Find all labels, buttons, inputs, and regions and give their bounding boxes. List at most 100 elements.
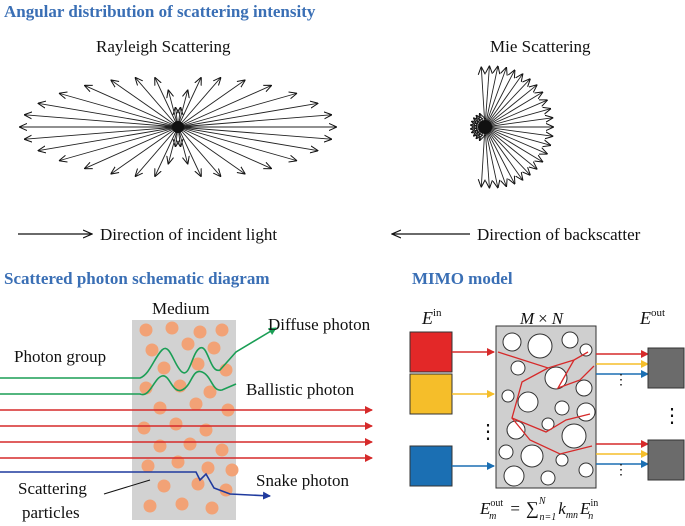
mie-pattern: [471, 67, 553, 188]
output-dots-middle: ⋮: [662, 405, 682, 427]
snake-photon-path: [0, 471, 271, 500]
scattering-particle: [219, 363, 233, 377]
scattering-particle: [189, 397, 203, 411]
mie-arrow: [484, 85, 537, 128]
scattering-particle: [191, 357, 205, 371]
mie-arrow: [484, 67, 498, 128]
medium-bubble: [579, 343, 593, 357]
scattering-particle: [215, 323, 229, 337]
rayleigh-arrow: [177, 78, 201, 128]
mie-arrow: [484, 79, 530, 128]
mie-arrow: [484, 100, 547, 128]
rayleigh-arrow: [111, 126, 179, 174]
rayleigh-arrow: [177, 126, 296, 161]
mie-arrow: [484, 126, 537, 169]
heading-angular: Angular distribution of scattering inten…: [4, 2, 316, 21]
mie-arrow: [484, 126, 506, 186]
rayleigh-arrow: [177, 126, 220, 176]
scattering-particle: [141, 459, 155, 473]
mie-arrow: [484, 71, 515, 128]
mie-arrow: [484, 126, 550, 145]
medium-bubble: [520, 444, 544, 468]
rayleigh-arrow: [60, 126, 179, 161]
output-square-bottom: [647, 439, 685, 481]
scattering-particle: [157, 479, 171, 493]
mie-center: [478, 120, 492, 134]
rayleigh-arrow: [25, 126, 179, 139]
medium-bubble: [503, 465, 525, 487]
scattering-particle: [207, 341, 221, 355]
medium-bubble: [541, 417, 555, 431]
scatter-path: [497, 351, 589, 369]
rayleigh-arrow: [85, 86, 179, 128]
output-dots-top: ⋮: [614, 373, 628, 388]
matrix-size-label: M×N: [519, 309, 565, 328]
ballistic-label: Ballistic photon: [246, 380, 355, 399]
medium-bubble: [501, 389, 515, 403]
rayleigh-arrow: [177, 86, 271, 128]
mie-arrow: [484, 92, 542, 128]
rayleigh-arrow: [39, 126, 179, 151]
mie-title: Mie Scattering: [490, 37, 591, 56]
e-out-label: Eout: [639, 307, 665, 328]
scattering-particle: [225, 463, 239, 477]
rayleigh-arrow: [177, 94, 296, 128]
input-square-red: [409, 331, 453, 373]
scattering-particle: [201, 461, 215, 475]
scattering-particle: [183, 437, 197, 451]
medium-bubble: [527, 333, 553, 359]
rayleigh-arrow: [177, 80, 245, 128]
mie-arrow: [484, 74, 522, 128]
scattering-particle: [139, 323, 153, 337]
scattering-particle: [145, 343, 159, 357]
heading-scattered: Scattered photon schematic diagram: [4, 269, 270, 288]
mie-arrow: [484, 126, 498, 187]
medium-bubble: [544, 366, 568, 390]
mie-arrow: [484, 126, 515, 184]
rayleigh-arrow: [85, 126, 179, 168]
medium-bubble: [578, 462, 594, 478]
rayleigh-arrow: [155, 126, 179, 176]
rayleigh-pattern: [20, 78, 336, 176]
scattering-particle: [193, 325, 207, 339]
input-square-blue: [409, 445, 453, 487]
rayleigh-arrow: [177, 126, 271, 168]
scattering-particle: [169, 417, 183, 431]
output-dots-bottom: ⋮: [614, 463, 628, 478]
mie-arrow: [484, 109, 550, 128]
particles-label-2: particles: [22, 503, 80, 522]
rayleigh-arrow: [177, 126, 317, 151]
particles-label-1: Scattering: [18, 479, 87, 498]
mie-arrow: [484, 126, 552, 136]
medium-bubble: [576, 402, 596, 422]
heading-mimo: MIMO model: [412, 269, 513, 288]
rayleigh-arrow: [25, 115, 179, 128]
scatter-path: [556, 359, 595, 390]
mie-arrow: [484, 126, 522, 180]
medium-bubble: [561, 331, 579, 349]
scattering-particle: [205, 501, 219, 515]
diffuse-label: Diffuse photon: [268, 315, 371, 334]
rayleigh-arrow: [136, 78, 179, 128]
medium-bubble: [510, 360, 526, 376]
diffuse-photon-path: [0, 370, 237, 396]
medium-bubble: [561, 423, 587, 449]
rayleigh-arrow: [136, 126, 179, 176]
scattering-particle: [143, 499, 157, 513]
medium-bubble: [540, 470, 556, 486]
mie-arrow: [484, 126, 530, 175]
photon-group-label: Photon group: [14, 347, 106, 366]
scattering-particle: [153, 401, 167, 415]
scattering-particle: [175, 497, 189, 511]
scattering-particle: [137, 421, 151, 435]
rayleigh-arrow: [39, 103, 179, 128]
scattering-particle: [215, 443, 229, 457]
rayleigh-arrow: [177, 78, 220, 128]
rayleigh-arrow: [177, 103, 317, 128]
diffuse-photon-path: [0, 327, 277, 379]
rayleigh-arrow: [60, 94, 179, 128]
rayleigh-arrow: [155, 78, 179, 128]
medium-bubble: [517, 391, 539, 413]
